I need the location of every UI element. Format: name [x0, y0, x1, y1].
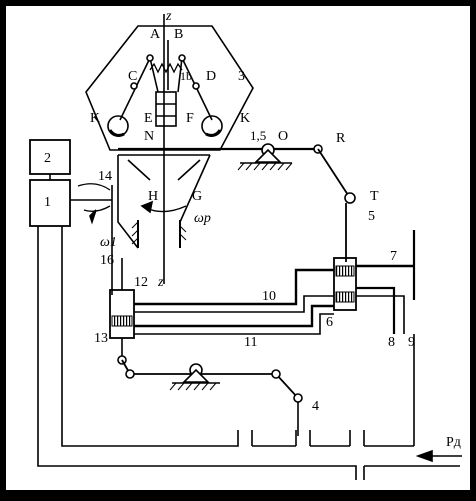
label-c: C	[128, 69, 137, 84]
pipe-8	[356, 286, 396, 334]
label-4: 4	[312, 399, 319, 414]
line-block-2	[37, 226, 357, 480]
label-n: N	[144, 129, 154, 144]
label-6: 6	[326, 315, 333, 330]
axis-label-bottom: z	[157, 275, 164, 290]
label-e: E	[144, 111, 153, 126]
label-ratio: 1,5	[250, 128, 266, 143]
label-omega-p: ωp	[194, 211, 211, 226]
label-5: 5	[368, 209, 375, 224]
rotary-sleeve-left	[117, 155, 139, 249]
label-7: 7	[390, 249, 397, 264]
label-o: O	[278, 129, 288, 144]
label-1: 1	[44, 195, 51, 210]
label-b: B	[174, 27, 183, 42]
axis-label-top: z	[165, 9, 172, 24]
label-omega-1: ω1	[100, 235, 117, 250]
label-16: 16	[100, 253, 114, 268]
white-paper	[6, 6, 470, 490]
joint-4	[293, 393, 303, 403]
piston-13	[111, 315, 133, 327]
pipe-9	[356, 295, 405, 334]
pipe-10	[134, 268, 334, 306]
label-k-right: K	[240, 111, 250, 126]
label-12: 12	[134, 275, 148, 290]
link-r-t	[317, 148, 351, 199]
label-10: 10	[262, 289, 276, 304]
governor-sleeve	[155, 91, 177, 127]
label-1b: 1b	[180, 69, 192, 83]
line-block-1	[61, 226, 239, 447]
lower-lever	[121, 359, 299, 399]
label-a: A	[150, 27, 161, 42]
valve-6	[333, 257, 357, 311]
label-13: 13	[94, 331, 108, 346]
label-h: H	[148, 189, 158, 204]
label-f: F	[186, 111, 194, 126]
joint-t	[344, 192, 356, 204]
label-14: 14	[98, 169, 112, 184]
label-pressure: Pд	[446, 435, 461, 450]
label-3: 3	[238, 69, 245, 84]
label-8: 8	[388, 335, 395, 350]
label-d: D	[206, 69, 216, 84]
label-k-left: K	[90, 111, 100, 126]
label-t: T	[370, 189, 379, 204]
governor-spring	[149, 62, 183, 74]
label-g: G	[192, 189, 202, 204]
label-r: R	[336, 131, 346, 146]
label-9: 9	[408, 335, 415, 350]
label-11: 11	[244, 335, 257, 350]
pipe-11	[134, 304, 334, 328]
label-2: 2	[44, 151, 51, 166]
